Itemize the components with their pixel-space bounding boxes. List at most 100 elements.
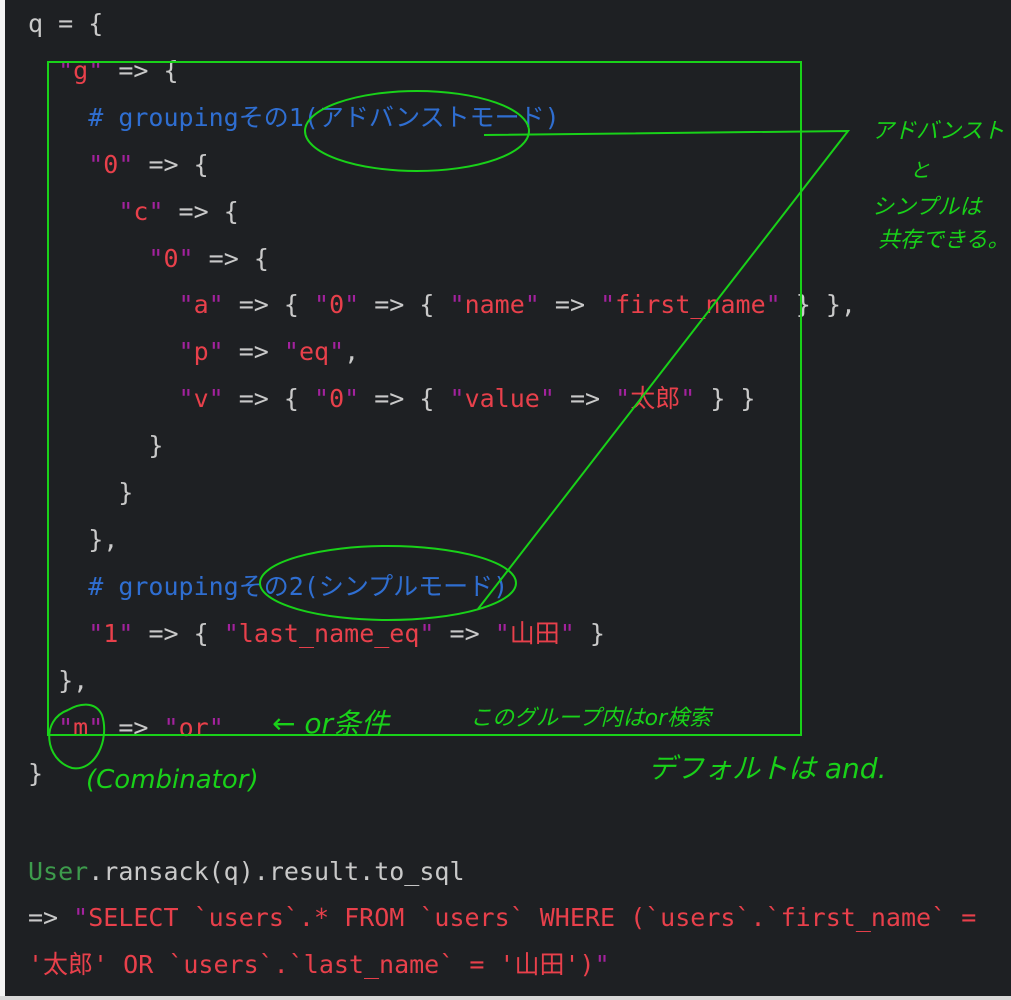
code-token: " [178,384,194,414]
code-token: # groupingその2(シンプルモード) [88,571,509,601]
advanced-mode-circle [304,90,530,172]
code-token: " [208,290,224,320]
code-token: .ransack(q).result.to_sql [88,857,465,886]
code-token: " [283,337,299,367]
code-line: "v" => { "0" => { "value" => "太郎" } } [28,375,756,422]
code-token: " [208,384,224,414]
code-line: "0" => { [28,141,209,188]
note-coexist: 共存できる。 [878,228,1010,253]
code-token: g [73,55,89,85]
note-simple: シンプルは [872,195,983,220]
code-token: => { [359,290,450,320]
code-token: => { [133,149,209,179]
code-token: " [208,337,224,367]
code-token: c [133,196,149,226]
code-token: => [434,618,495,648]
code-token: 1 [103,618,119,648]
code-token: => [539,290,601,320]
code-token: " [344,290,360,320]
code-token: => [103,712,164,742]
connector-line [477,129,851,610]
code-token: " [88,149,104,179]
code-token: } [28,431,164,461]
code-token: '太郎' OR `users`.`last_name` = '山田') [28,950,595,979]
code-token: " [559,618,575,648]
code-line: => "SELECT `users`.* FROM `users` WHERE … [28,894,976,941]
code-token: " [344,384,360,414]
code-token: } [28,478,134,507]
code-token: } [28,759,44,789]
code-line: } [28,750,43,797]
code-token: => { [103,55,179,85]
code-token: 0 [163,243,179,273]
code-token: }, [28,665,89,695]
code-token: " [88,55,104,85]
code-token: => { [223,384,315,414]
code-line: "g" => { [28,47,179,94]
code-token: => [554,384,616,414]
code-line: # groupingその2(シンプルモード) [28,563,508,610]
code-token: " [118,196,134,226]
code-token: last_name_eq [238,618,420,648]
code-line: # groupingその1(アドバンストモード) [28,94,560,141]
code-token: value [464,384,540,414]
code-token: " [449,384,465,414]
code-token: " [148,196,164,226]
code-line: "c" => { [28,188,239,235]
simple-mode-circle [259,545,517,621]
code-token: 山田 [509,618,560,648]
code-token: } [574,618,605,648]
code-token: or [178,712,209,742]
code-token: " [419,618,435,648]
code-token: } } [695,384,756,414]
code-token: }, [28,524,119,554]
code-line: } [28,469,133,516]
code-token: 0 [329,384,345,414]
code-token: SELECT `users`.* FROM `users` WHERE (`us… [88,903,977,932]
code-line: "0" => { [28,235,268,282]
code-token: " [329,337,345,367]
code-token: " [178,337,194,367]
code-token: " [449,290,465,320]
note-or-condition: ← or条件 [272,707,391,740]
code-token: 0 [103,149,119,179]
note-combinator: (Combinator) [86,765,259,795]
code-token: " [118,618,134,648]
window-edge-bottom [0,996,1011,1000]
window-edge [0,0,5,1000]
note-and: と [910,158,930,182]
code-token: User [28,857,89,886]
code-line: "1" => { "last_name_eq" => "山田" } [28,610,605,657]
code-token: => [223,337,284,367]
code-token: " [314,290,330,320]
code-line: '太郎' OR `users`.`last_name` = '山田')" [28,941,610,988]
code-token: " [594,950,610,979]
code-line: } [28,422,163,469]
code-token: " [600,290,616,320]
code-token: " [539,384,555,414]
note-default-and: デフォルトは and. [648,752,886,785]
code-line: }, [28,516,118,563]
code-token: v [193,384,209,414]
code-token: p [193,337,209,367]
code-token: " [524,290,540,320]
code-token: first_name [615,290,766,320]
code-token: " [178,243,194,273]
code-token: # groupingその1(アドバンストモード) [88,102,560,132]
code-token: => { [163,196,239,226]
group-box [47,61,802,736]
code-token: " [118,149,134,179]
code-token: " [680,384,696,414]
code-token: name [464,290,525,320]
code-token: " [314,384,330,414]
code-token: a [193,290,209,320]
code-token: } }, [780,290,856,320]
code-token: eq [298,337,330,367]
code-token: " [148,243,164,273]
code-token: " [494,618,510,648]
combinator-circle [48,703,106,770]
code-line: q = { [28,0,103,47]
code-token: 0 [329,290,345,320]
note-group-or: このグループ内はor検索 [470,706,714,731]
